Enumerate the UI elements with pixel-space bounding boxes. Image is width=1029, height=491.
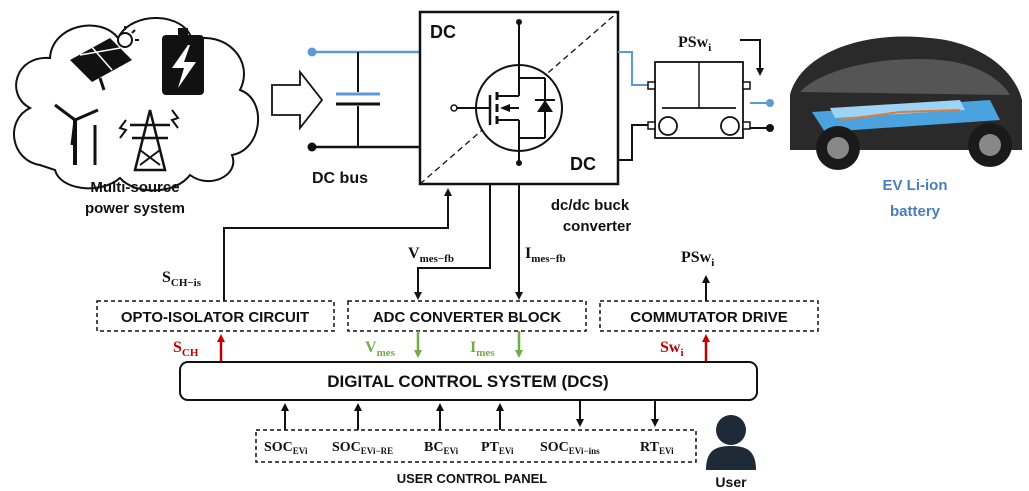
- adc-converter-label: ADC CONVERTER BLOCK: [373, 309, 562, 326]
- converter-dc-bottom: DC: [570, 154, 596, 174]
- converter-name-line2: converter: [563, 218, 632, 235]
- converter-out-positive: [618, 51, 653, 86]
- opto-isolator-block: [96, 300, 335, 332]
- psw-out-label: PSwi: [681, 249, 714, 269]
- param-soc-re: SOCEVi−RE: [332, 440, 393, 456]
- converter-name-line1: dc/dc buck: [551, 197, 630, 214]
- source-label-line1: Multi-source: [90, 179, 179, 196]
- sch-is-label: SCH−is: [162, 269, 202, 289]
- psw-top-label: PSwi: [678, 34, 711, 54]
- psw-feedback-arrow: [740, 39, 764, 76]
- vmes-fb-line: [414, 184, 491, 300]
- user-icon: [706, 415, 756, 470]
- commutator-drive-label: COMMUTATOR DRIVE: [630, 309, 788, 326]
- battery-label-line1: EV Li-ion: [883, 177, 948, 194]
- dc-bus-label: DC bus: [312, 170, 368, 187]
- sch-is-line: [223, 188, 452, 301]
- converter-dc-top: DC: [430, 22, 456, 42]
- battery-charge-icon: [162, 28, 204, 95]
- wind-turbine-icon: [54, 103, 99, 165]
- sch-label: SCH: [173, 339, 199, 359]
- dc-bus: [307, 47, 420, 152]
- imes-fb-label: Imes−fb: [525, 245, 566, 265]
- opto-isolator-label: OPTO-ISOLATOR CIRCUIT: [121, 309, 309, 326]
- commutator-drive-block: [599, 300, 819, 332]
- ev-car-icon: [790, 36, 1022, 170]
- dcs-block: [179, 361, 758, 401]
- cloud-icon: [13, 17, 260, 192]
- vmes-fb-label: Vmes−fb: [408, 245, 454, 265]
- vmes-label: Vmes: [365, 339, 396, 359]
- param-rt: RTEVi: [640, 440, 674, 456]
- converter-out-negative: [618, 124, 653, 161]
- user-control-panel: [255, 429, 697, 463]
- dcs-label: DIGITAL CONTROL SYSTEM (DCS): [327, 372, 608, 391]
- power-tower-icon: [118, 109, 180, 172]
- user-control-panel-label: USER CONTROL PANEL: [397, 471, 548, 486]
- source-label-line2: power system: [85, 200, 185, 217]
- solar-panel-icon: [70, 38, 132, 91]
- swi-label: Swi: [660, 339, 684, 359]
- flow-arrow-icon: [271, 69, 324, 131]
- adc-converter-block: [347, 300, 587, 332]
- battery-label-line2: battery: [890, 203, 941, 220]
- switch-box-icon: [647, 61, 774, 139]
- user-label: User: [715, 474, 747, 490]
- param-pt: PTEVi: [481, 440, 514, 456]
- param-soc: SOCEVi: [264, 440, 308, 456]
- param-soc-ins: SOCEVi−ins: [540, 440, 600, 456]
- param-bc: BCEVi: [424, 440, 459, 456]
- imes-label: Imes: [470, 339, 495, 359]
- mosfet-icon: [450, 19, 563, 166]
- sun-icon: [117, 26, 139, 48]
